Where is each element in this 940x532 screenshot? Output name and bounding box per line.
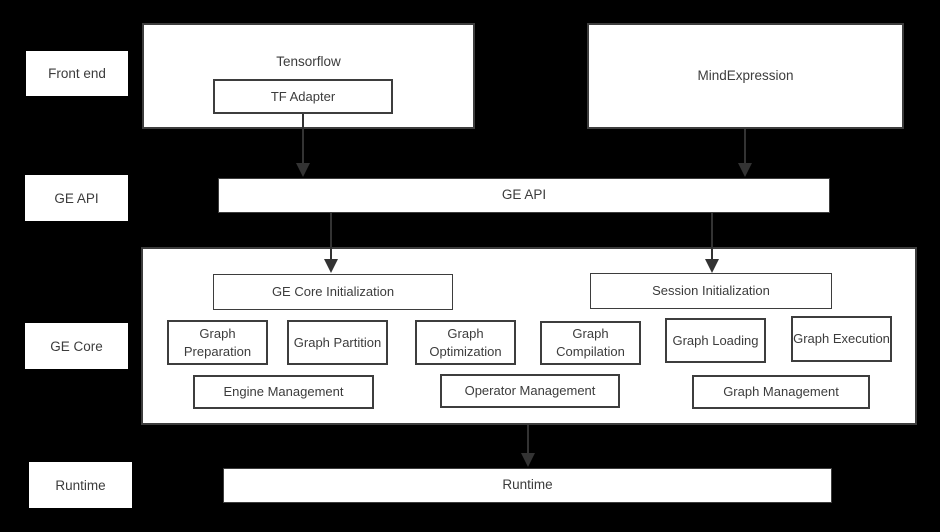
- graph-partition-box: Graph Partition: [287, 320, 388, 365]
- session-initialization-label: Session Initialization: [652, 283, 770, 299]
- graph-loading-box: Graph Loading: [665, 318, 766, 363]
- layer-label-ge-api-text: GE API: [54, 190, 99, 206]
- operator-management-box: Operator Management: [440, 374, 620, 408]
- session-initialization-box: Session Initialization: [590, 273, 832, 309]
- ge-core-initialization-box: GE Core Initialization: [213, 274, 453, 310]
- graph-compilation-box: Graph Compilation: [540, 321, 641, 365]
- layer-label-runtime: Runtime: [29, 462, 132, 508]
- arrow-ge-core-to-runtime: [527, 425, 529, 453]
- layer-label-runtime-text: Runtime: [55, 477, 106, 493]
- ge-core-initialization-label: GE Core Initialization: [271, 284, 395, 300]
- graph-preparation-label: Graph Preparation: [183, 325, 252, 359]
- engine-management-label: Engine Management: [223, 384, 344, 400]
- arrow-ge-api-to-session-initialization: [711, 213, 713, 259]
- graph-partition-label: Graph Partition: [293, 334, 382, 350]
- layer-label-ge-core: GE Core: [25, 323, 128, 369]
- mindexpression-label: MindExpression: [697, 67, 794, 83]
- arrow-mindexpression-to-ge-api-head: [738, 163, 752, 177]
- graph-preparation-box: Graph Preparation: [167, 320, 268, 365]
- layer-label-ge-core-text: GE Core: [50, 338, 103, 354]
- tensorflow-box: Tensorflow TF Adapter: [142, 23, 475, 129]
- arrow-ge-api-to-ge-core-initialization: [330, 213, 332, 259]
- arrow-mindexpression-to-ge-api: [744, 129, 746, 163]
- graph-optimization-box: Graph Optimization: [415, 320, 516, 365]
- runtime-bar-label: Runtime: [502, 477, 553, 493]
- mindexpression-box: MindExpression: [587, 23, 904, 129]
- graph-execution-box: Graph Execution: [791, 316, 892, 362]
- ge-api-bar-label: GE API: [501, 187, 547, 203]
- runtime-bar: Runtime: [223, 468, 832, 503]
- operator-management-label: Operator Management: [464, 383, 596, 399]
- graph-management-box: Graph Management: [692, 375, 870, 409]
- layer-label-frontend: Front end: [26, 51, 128, 96]
- graph-loading-label: Graph Loading: [672, 332, 759, 348]
- graph-execution-label: Graph Execution: [793, 331, 890, 347]
- graph-optimization-label: Graph Optimization: [429, 325, 502, 359]
- arrow-tf-adapter-to-ge-api-head: [296, 163, 310, 177]
- tensorflow-label: Tensorflow: [276, 54, 341, 69]
- layer-label-ge-api: GE API: [25, 175, 128, 221]
- arrow-ge-api-to-session-initialization-head: [705, 259, 719, 273]
- tf-adapter-label: TF Adapter: [270, 88, 336, 104]
- arrow-ge-core-to-runtime-head: [521, 453, 535, 467]
- graph-management-label: Graph Management: [723, 384, 839, 400]
- engine-management-box: Engine Management: [193, 375, 374, 409]
- arrow-tf-adapter-to-ge-api: [302, 114, 304, 163]
- ge-api-bar: GE API: [218, 178, 830, 213]
- arrow-ge-api-to-ge-core-initialization-head: [324, 259, 338, 273]
- layer-label-frontend-text: Front end: [48, 66, 106, 81]
- ge-core-box: GE Core Initialization Session Initializ…: [141, 247, 917, 425]
- graph-compilation-label: Graph Compilation: [556, 326, 625, 359]
- tf-adapter-box: TF Adapter: [213, 79, 393, 114]
